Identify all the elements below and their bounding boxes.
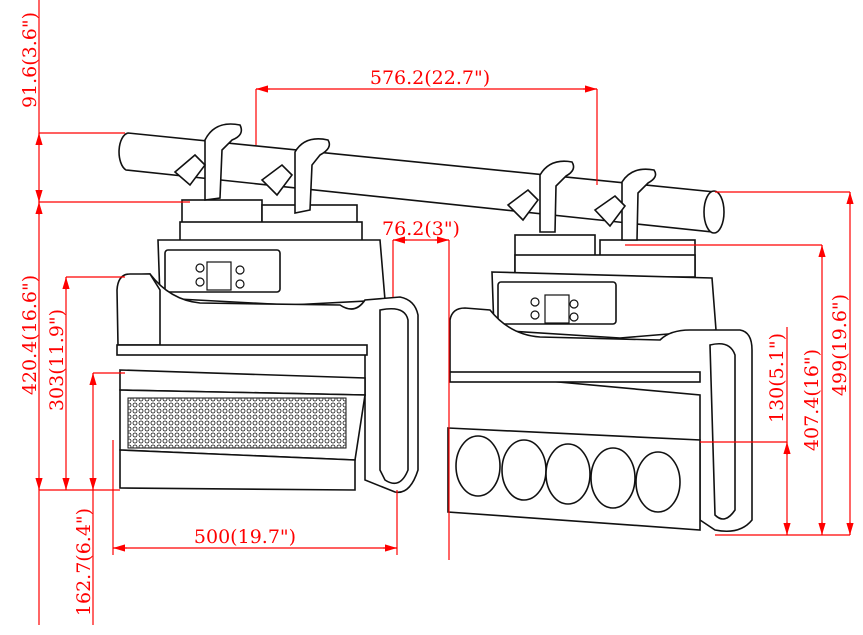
dim-clamp-height: 91.6(3.6") [19,12,41,108]
right-fixture [447,160,753,533]
dim-head-height: 162.7(6.4") [73,508,95,616]
dim-pipe-clamp-span: 576.2(22.7") [370,67,490,89]
lens-array [455,435,681,513]
dim-fixture-height-right: 407.4(16") [801,349,823,451]
dim-fixture-height-left: 420.4(16.6") [19,275,41,395]
dim-fixture-width: 500(19.7") [194,526,296,548]
left-fixture [116,123,419,494]
dim-overall-height: 499(19.6") [829,294,851,396]
dim-lens-bar-height: 130(5.1") [766,333,788,423]
dimension-labels: 91.6(3.6") 420.4(16.6") 303(11.9") 162.7… [19,12,851,616]
dimension-lines [35,0,854,625]
dim-yoke-height: 303(11.9") [46,309,68,411]
dim-yoke-arm-width: 76.2(3") [382,218,460,240]
truss-pipe [118,132,725,234]
